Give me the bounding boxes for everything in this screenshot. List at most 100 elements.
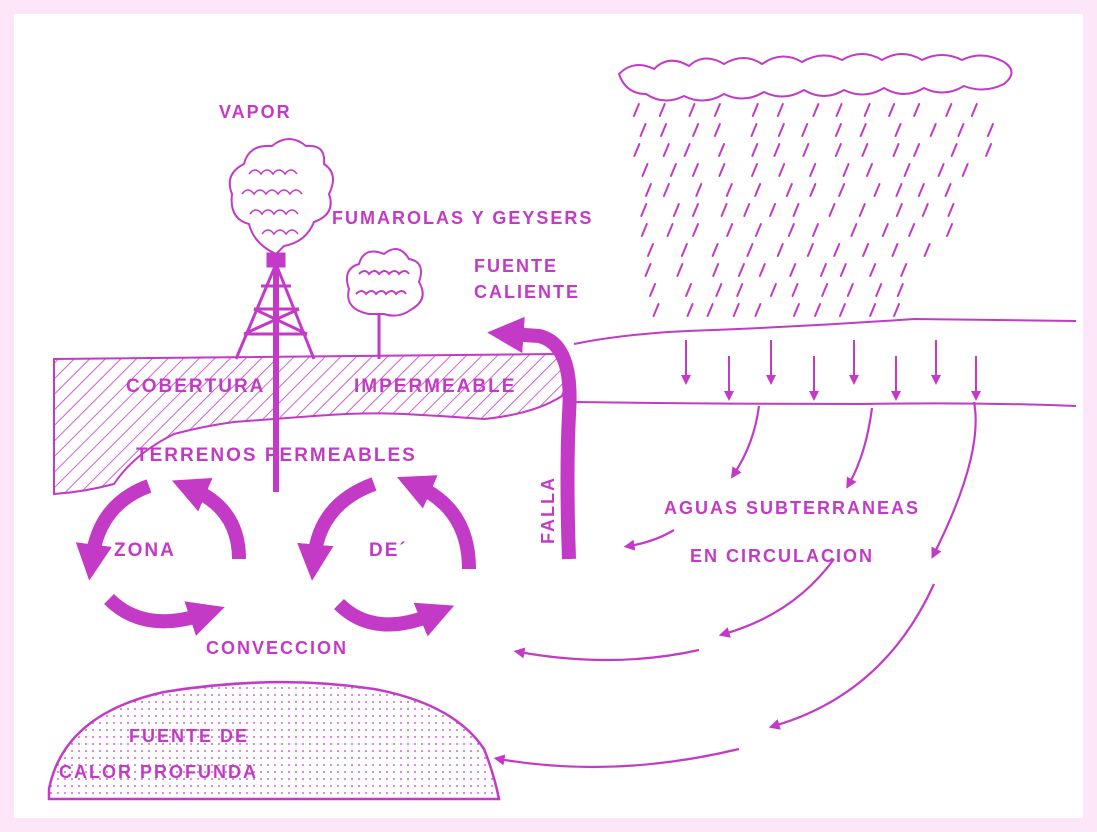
rain-streak — [840, 304, 845, 316]
rain-streak — [646, 264, 651, 276]
rain-streak — [648, 244, 653, 256]
rain-streak — [747, 244, 752, 256]
rain-streak — [946, 104, 951, 116]
steam-texture — [242, 170, 302, 234]
rain-streak — [685, 144, 690, 156]
rain-streak — [883, 224, 888, 236]
rain-streak — [693, 204, 698, 216]
rain-streak — [813, 104, 818, 116]
aquifer-top-line — [574, 402, 1076, 406]
rain-streak — [696, 184, 701, 196]
rain-streak — [874, 184, 879, 196]
rain-streak — [719, 164, 724, 176]
rain-streak — [682, 244, 687, 256]
rain-streak — [808, 244, 813, 256]
rain-streak — [654, 304, 659, 316]
rain-streak — [919, 184, 924, 196]
geothermal-diagram: VAPOR FUMAROLAS Y GEYSERS FUENTE CALIENT… — [14, 14, 1083, 818]
rain-streak — [963, 164, 968, 176]
rain-streak — [876, 284, 881, 296]
rain-streak — [671, 164, 676, 176]
steam-plume — [230, 139, 333, 254]
rain-streak — [939, 164, 944, 176]
rain-streak — [693, 124, 698, 136]
rain-streak — [830, 204, 835, 216]
rain-streak — [715, 124, 720, 136]
rain-streak — [914, 104, 919, 116]
rain-streak — [634, 104, 639, 116]
tree — [347, 249, 423, 359]
rain-streak — [870, 264, 875, 276]
rain-streak — [770, 204, 775, 216]
rain-streak — [774, 144, 779, 156]
rain-streak — [715, 104, 720, 116]
rain-streak — [802, 124, 807, 136]
label-fuente-line1: FUENTE — [474, 256, 558, 276]
rain-streak — [948, 204, 953, 216]
label-fuente-line2: CALIENTE — [474, 282, 580, 302]
rain-streak — [794, 304, 799, 316]
rain-streak — [642, 164, 647, 176]
rain-streak — [889, 104, 894, 116]
rain-streak — [686, 284, 691, 296]
rain-streak — [753, 104, 758, 116]
rain-cloud — [619, 54, 1012, 101]
rain-streak — [905, 164, 910, 176]
infiltration-arrows — [686, 340, 976, 396]
rain-streak — [836, 124, 841, 136]
rain-streak — [822, 284, 827, 296]
label-fumarolas-geysers: FUMAROLAS Y GEYSERS — [332, 208, 593, 228]
rain-streak — [708, 304, 713, 316]
rain-streak — [946, 184, 951, 196]
label-calor-line1: FUENTE DE — [129, 726, 249, 746]
rain-streak — [810, 164, 815, 176]
rain-streak — [752, 124, 757, 136]
rain-streak — [661, 124, 666, 136]
rain-streak — [713, 264, 718, 276]
rain-streak — [867, 164, 872, 176]
rain-streak — [839, 184, 844, 196]
rain-streak — [668, 224, 673, 236]
rain-streak — [744, 204, 749, 216]
rain-streak — [677, 264, 682, 276]
rain-streak — [794, 204, 799, 216]
diagram-canvas: VAPOR FUMAROLAS Y GEYSERS FUENTE CALIENT… — [14, 14, 1083, 818]
label-aguas-line1: AGUAS SUBTERRANEAS — [664, 498, 920, 518]
rain-streak — [815, 304, 820, 316]
label-vapor: VAPOR — [219, 102, 292, 122]
rain-streak — [642, 224, 647, 236]
rain-streak — [810, 184, 815, 196]
rain-streak — [861, 124, 866, 136]
label-conveccion: CONVECCION — [206, 638, 348, 658]
rain-streak — [734, 304, 739, 316]
label-terrenos-permeables: TERRENOS PERMEABLES — [136, 445, 417, 466]
rain-streak — [693, 224, 698, 236]
rain-streak — [865, 104, 870, 116]
rain-streak — [778, 104, 783, 116]
rain-streak — [901, 264, 906, 276]
rain-streaks — [634, 104, 993, 316]
rain-streak — [952, 144, 957, 156]
label-aguas-line2: EN CIRCULACION — [690, 546, 874, 566]
impermeable-cover-layer — [54, 354, 569, 494]
rain-streak — [779, 164, 784, 176]
rain-streak — [739, 264, 744, 276]
rain-streak — [958, 124, 963, 136]
rain-streak — [779, 124, 784, 136]
rain-streak — [896, 124, 901, 136]
rain-streak — [894, 144, 899, 156]
rain-streak — [813, 224, 818, 236]
label-zona: ZONA — [114, 540, 176, 561]
rain-streak — [650, 284, 655, 296]
rain-streak — [848, 284, 853, 296]
rain-streak — [755, 184, 760, 196]
label-calor-line2: CALOR PROFUNDA — [59, 762, 258, 782]
rain-streak — [719, 144, 724, 156]
rain-streak — [925, 244, 930, 256]
label-de: DE´ — [369, 540, 408, 561]
rain-streak — [793, 284, 798, 296]
rain-streak — [897, 204, 902, 216]
rain-streak — [790, 264, 795, 276]
rain-streak — [727, 184, 732, 196]
rain-streak — [727, 224, 732, 236]
